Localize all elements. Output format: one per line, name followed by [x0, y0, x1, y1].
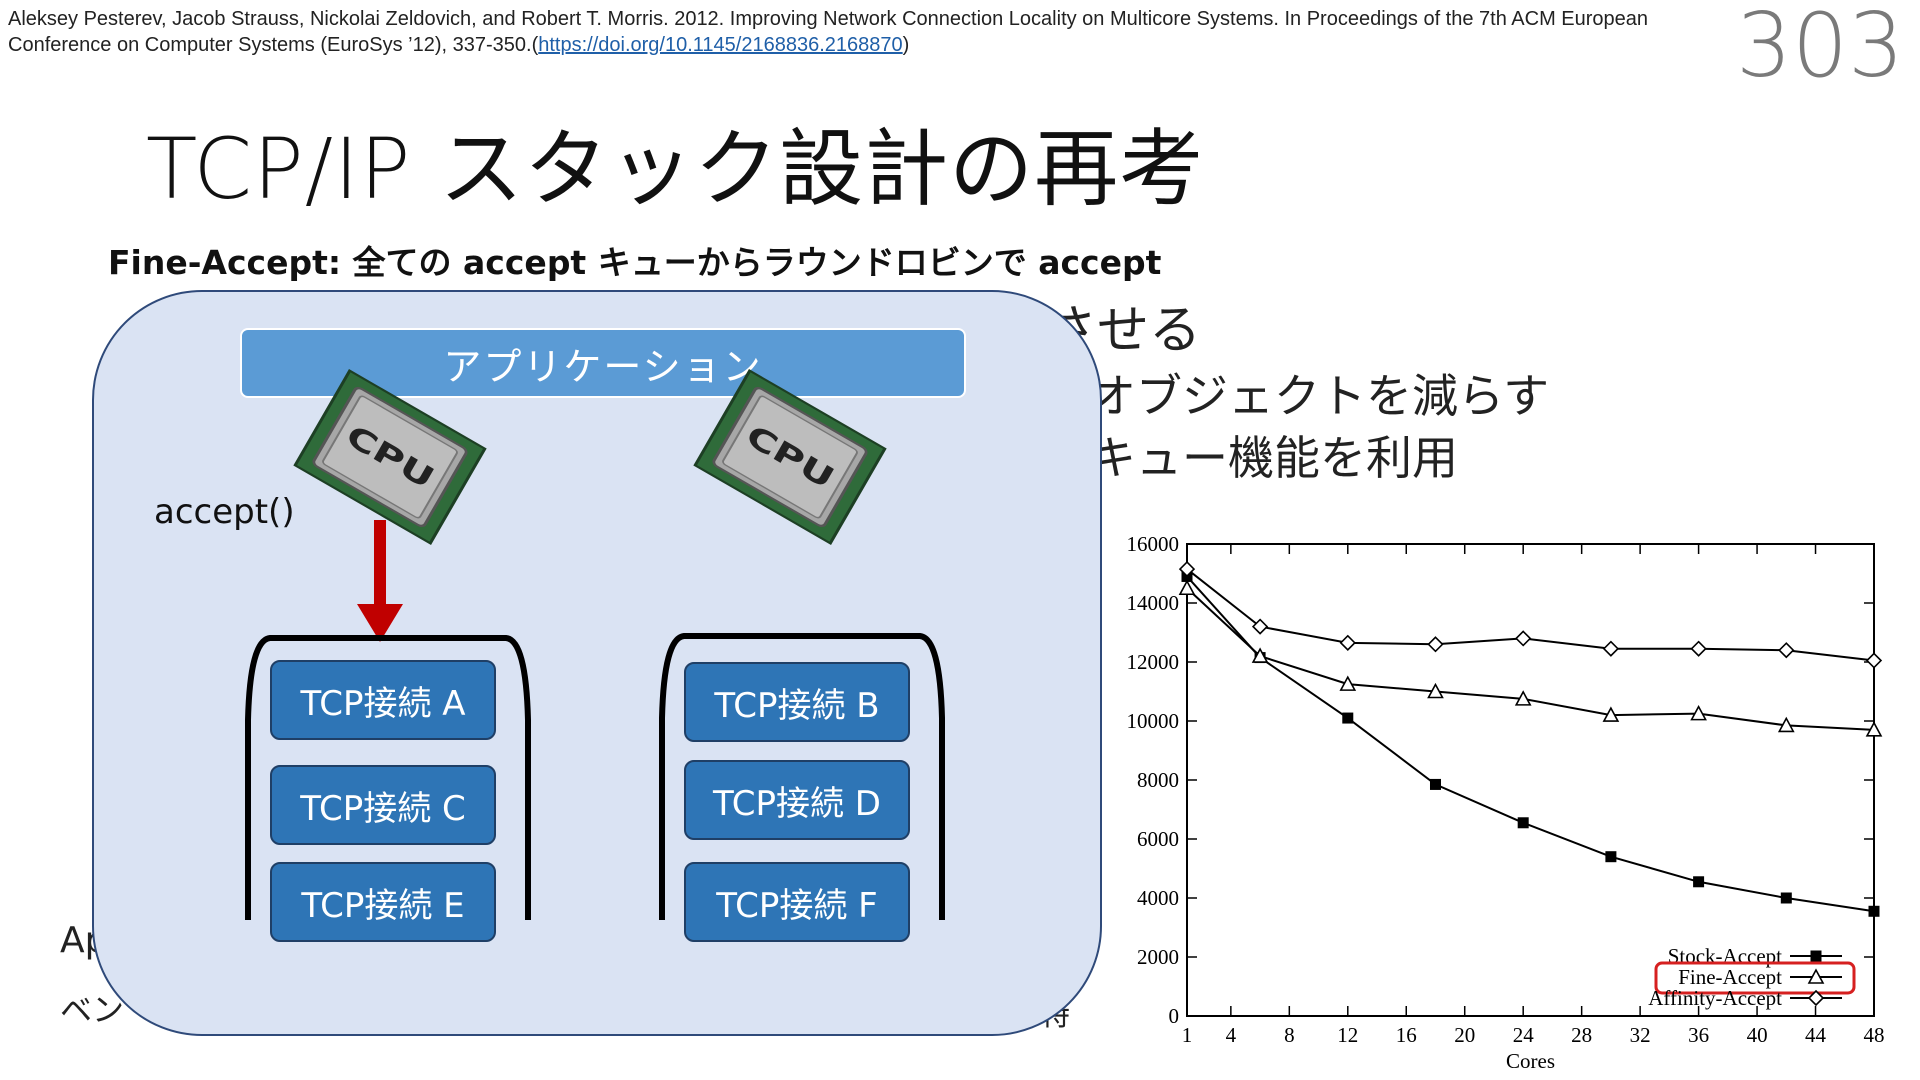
y-tick-label: 14000 [1127, 591, 1180, 615]
data-point-stock-accept [1518, 817, 1529, 828]
data-point-affinity-accept [1867, 654, 1881, 668]
data-point-stock-accept [1342, 713, 1353, 724]
accept-call-label: accept() [154, 492, 295, 532]
y-tick-label: 8000 [1137, 768, 1179, 792]
x-tick-label: 20 [1454, 1023, 1475, 1047]
x-axis-label: Cores [1506, 1049, 1555, 1073]
data-point-stock-accept [1430, 779, 1441, 790]
data-point-stock-accept [1605, 851, 1616, 862]
data-point-affinity-accept [1604, 642, 1618, 656]
x-tick-label: 12 [1337, 1023, 1358, 1047]
tcp-connection-b: TCP接続 B [684, 662, 910, 742]
bullet-text-3: キュー機能を利用 [1090, 422, 1458, 488]
x-tick-label: 44 [1805, 1023, 1827, 1047]
series-line-fine-accept [1187, 588, 1874, 730]
tcp-connection-f: TCP接続 F [684, 862, 910, 942]
data-point-affinity-accept [1779, 643, 1793, 657]
citation: Aleksey Pesterev, Jacob Strauss, Nickola… [8, 6, 1708, 58]
fine-accept-heading: Fine-Accept: 全ての accept キューからラウンドロビンで ac… [108, 236, 1161, 284]
data-point-affinity-accept [1341, 636, 1355, 650]
data-point-affinity-accept [1692, 642, 1706, 656]
x-tick-label: 40 [1747, 1023, 1768, 1047]
x-tick-label: 24 [1513, 1023, 1535, 1047]
data-point-stock-accept [1781, 893, 1792, 904]
series-line-stock-accept [1187, 576, 1874, 911]
citation-close: ) [903, 34, 910, 56]
x-tick-label: 1 [1182, 1023, 1193, 1047]
accept-arrow-icon [355, 520, 405, 645]
slide-title: TCP/IP スタック設計の再考 [146, 102, 1204, 223]
doi-link[interactable]: https://doi.org/10.1145/2168836.2168870 [538, 34, 902, 56]
tcp-connection-d: TCP接続 D [684, 760, 910, 840]
x-tick-label: 8 [1284, 1023, 1295, 1047]
x-tick-label: 32 [1630, 1023, 1651, 1047]
tcp-connection-c: TCP接続 C [270, 765, 496, 845]
cpu-chip-icon: CPU [685, 362, 895, 552]
y-tick-label: 12000 [1127, 650, 1180, 674]
data-point-stock-accept [1693, 876, 1704, 887]
tcp-connection-e: TCP接続 E [270, 862, 496, 942]
x-tick-label: 16 [1396, 1023, 1417, 1047]
tcp-connection-a: TCP接続 A [270, 660, 496, 740]
x-tick-label: 36 [1688, 1023, 1709, 1047]
y-tick-label: 6000 [1137, 827, 1179, 851]
bullet-text-2: オブジェクトを減らす [1090, 360, 1549, 426]
data-point-stock-accept [1869, 906, 1880, 917]
page-number: 303 [1736, 0, 1904, 97]
y-tick-label: 16000 [1127, 532, 1180, 556]
series-line-affinity-accept [1187, 569, 1874, 660]
data-point-affinity-accept [1428, 637, 1442, 651]
y-tick-label: 4000 [1137, 886, 1179, 910]
y-tick-label: 10000 [1127, 709, 1180, 733]
x-tick-label: 28 [1571, 1023, 1592, 1047]
y-tick-label: 0 [1169, 1004, 1180, 1028]
x-tick-label: 4 [1226, 1023, 1237, 1047]
y-tick-label: 2000 [1137, 945, 1179, 969]
data-point-affinity-accept [1516, 631, 1530, 645]
legend-marker-stock-accept [1811, 951, 1822, 962]
x-tick-label: 48 [1864, 1023, 1885, 1047]
legend-label-affinity-accept: Affinity-Accept [1648, 986, 1782, 1010]
